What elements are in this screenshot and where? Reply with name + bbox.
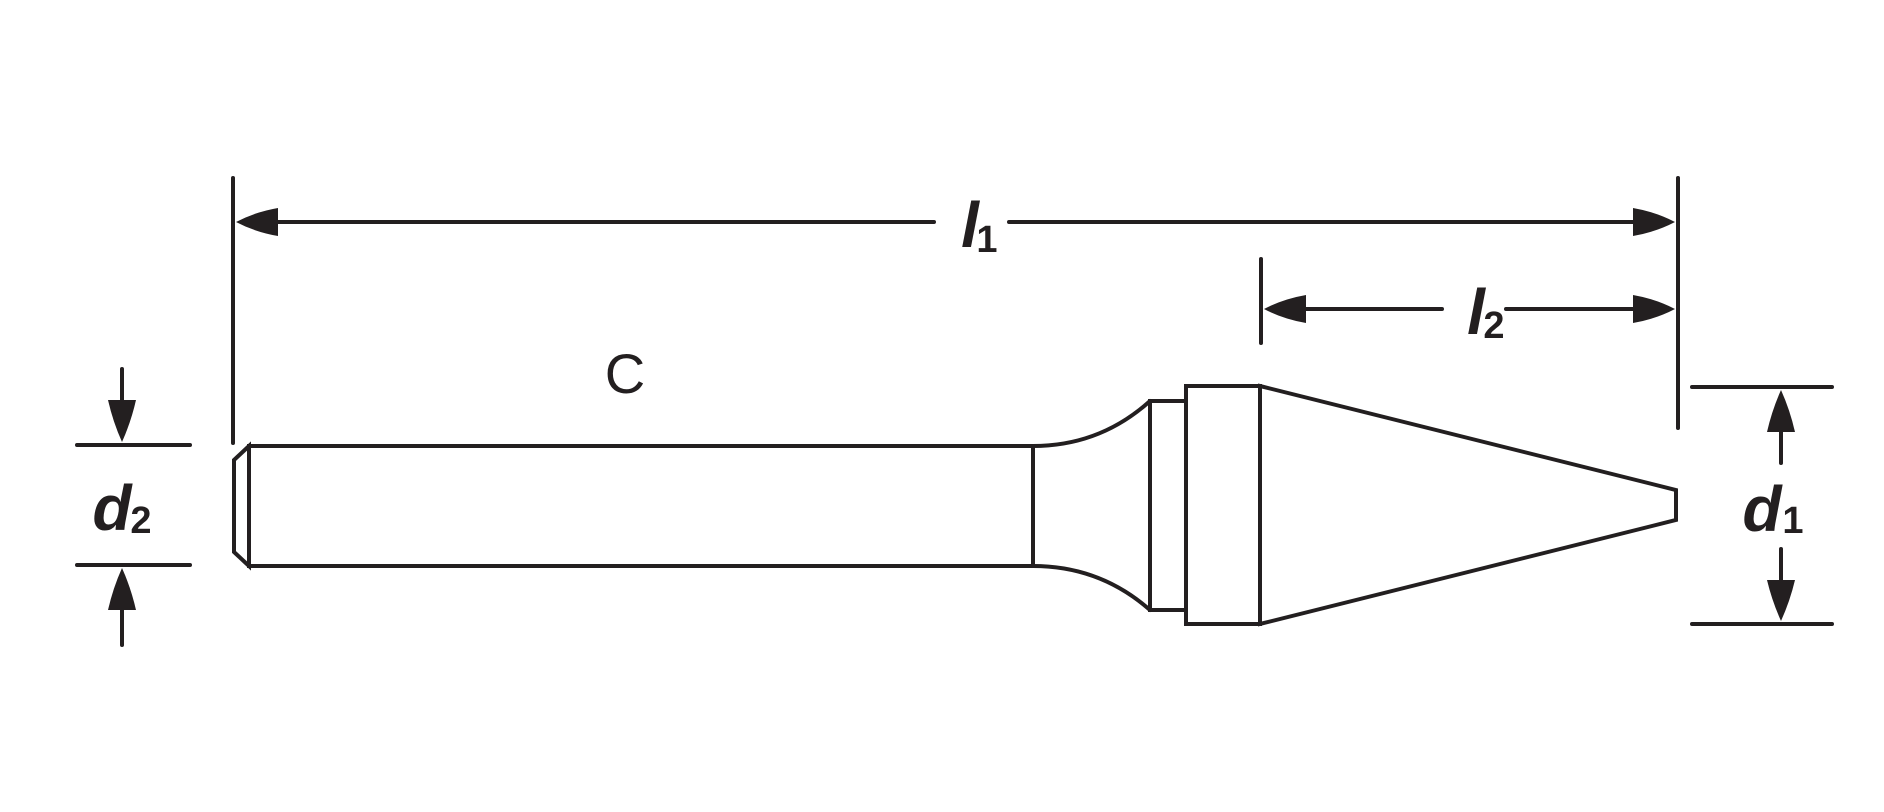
l1-arrow-right [1633, 208, 1675, 236]
profile-letter: C [605, 342, 645, 405]
d1-symbol: d [1742, 473, 1783, 545]
l2-subscript: 2 [1483, 305, 1504, 347]
l2-symbol: l [1467, 276, 1486, 348]
l2-arrow-left [1264, 295, 1306, 323]
dimension-d1: d 1 [1690, 385, 1834, 626]
l1-symbol: l [961, 189, 980, 261]
l1-subscript: 1 [976, 219, 997, 261]
l2-arrow-right [1633, 295, 1675, 323]
shank-body [247, 444, 1035, 568]
l1-arrow-left [236, 208, 278, 236]
dimension-l1: l 1 [231, 176, 1680, 445]
d2-arrow-top [108, 400, 136, 442]
d2-subscript: 2 [130, 500, 151, 542]
conical-head [1258, 383, 1678, 627]
d1-subscript: 1 [1782, 500, 1803, 542]
shank-chamfer [232, 441, 251, 571]
head-base [1184, 384, 1262, 626]
collar [1148, 399, 1188, 612]
neck-lower-curve [1031, 564, 1152, 612]
d1-arrow-bottom [1767, 580, 1795, 621]
d1-arrow-top [1767, 390, 1795, 432]
tool-outline [232, 383, 1678, 627]
d2-arrow-bottom [108, 568, 136, 610]
dimension-d2: d 2 [75, 367, 192, 647]
d2-symbol: d [92, 472, 133, 544]
neck-upper-curve [1031, 399, 1152, 448]
dimension-l2: l 2 [1259, 257, 1675, 348]
